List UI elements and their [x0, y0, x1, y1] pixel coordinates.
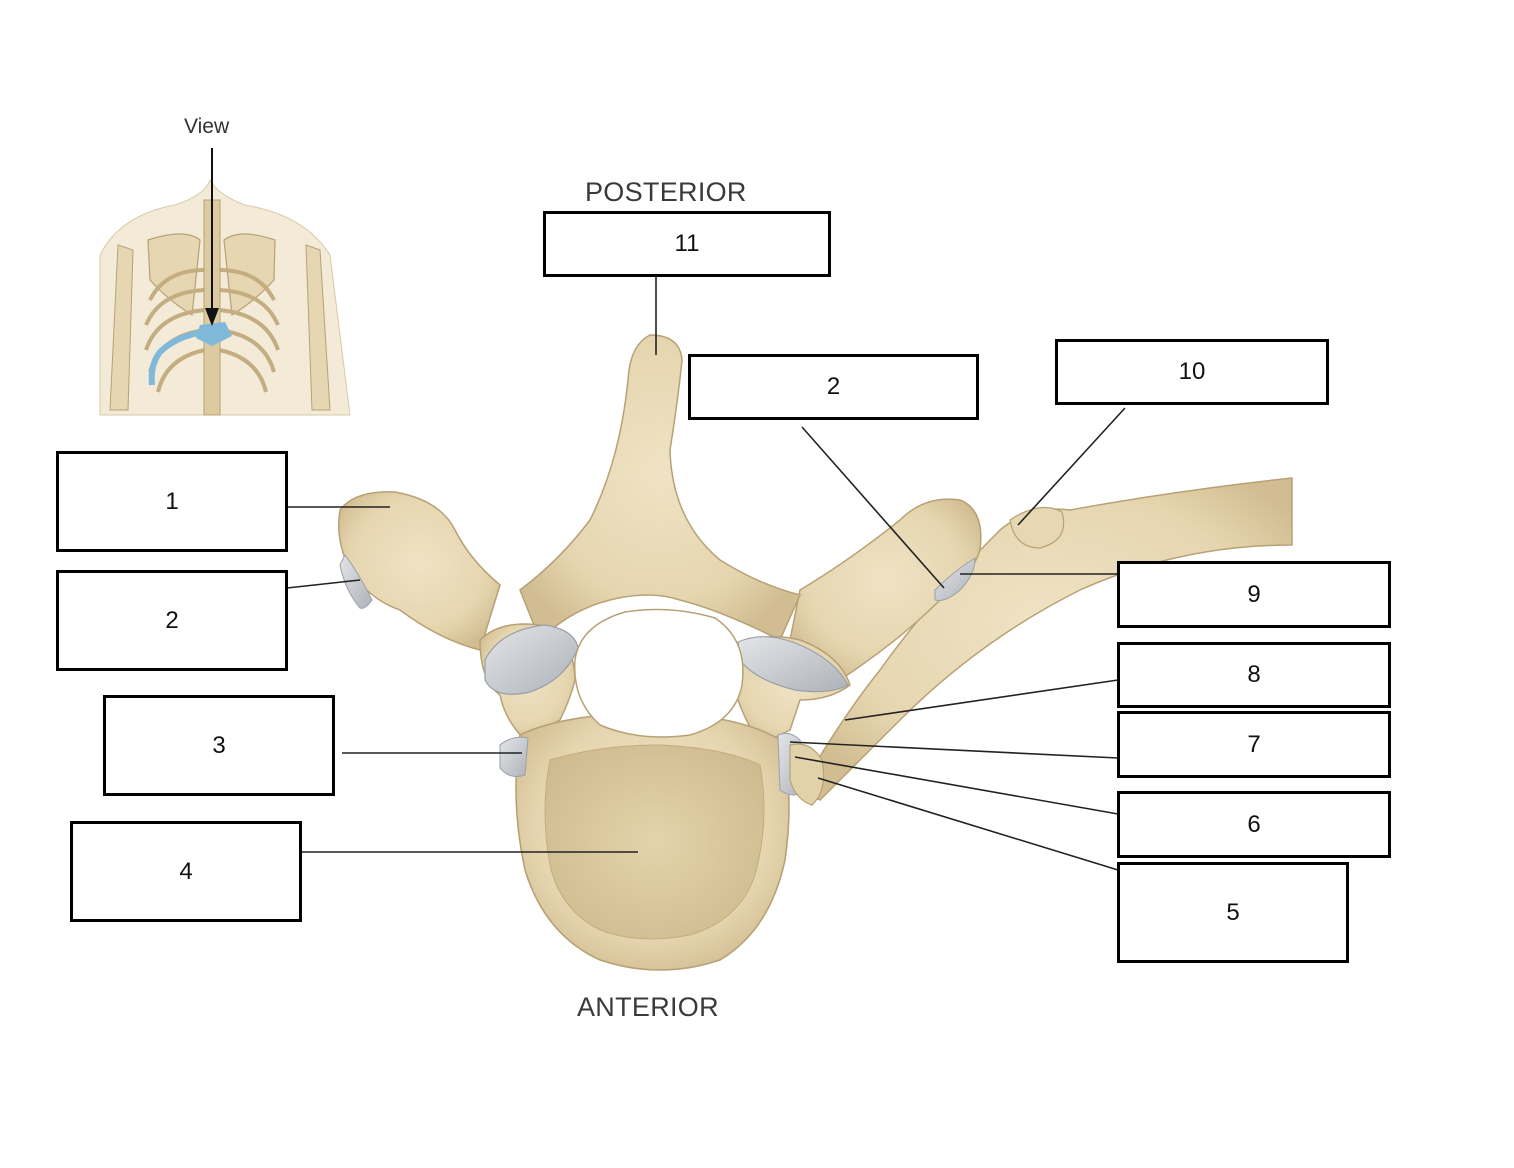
inset-left-arm [109, 244, 134, 411]
label-box-11[interactable]: 11 [543, 211, 831, 277]
right-transverse-costal-facet [934, 557, 976, 601]
posterior-heading: POSTERIOR [585, 177, 747, 207]
vertebral-body-endplate [544, 744, 765, 940]
leader-2-right [801, 426, 945, 589]
label-text-7: 7 [1247, 730, 1261, 758]
spinous-process-and-laminae [519, 334, 802, 642]
leader-8 [844, 679, 1119, 721]
label-box-10[interactable]: 10 [1055, 339, 1329, 405]
leader-lines [286, 275, 1126, 871]
vertebral-foramen [573, 608, 744, 738]
leader-5 [817, 777, 1119, 871]
inset-highlighted-vertebra [196, 322, 232, 346]
label-text-8: 8 [1247, 661, 1261, 688]
label-text-5: 5 [1226, 898, 1240, 926]
view-label: View [184, 115, 230, 138]
label-box-9[interactable]: 9 [1117, 561, 1391, 628]
leader-2-left [286, 579, 361, 589]
inset-thorax [99, 148, 351, 416]
leader-6 [794, 756, 1119, 815]
label-text-10: 10 [1178, 358, 1206, 385]
inset-right-arm [305, 244, 331, 411]
label-text-2-left: 2 [165, 606, 179, 634]
label-text-1: 1 [165, 487, 179, 515]
label-text-6: 6 [1247, 810, 1261, 838]
label-text-2-right: 2 [826, 373, 841, 400]
right-transverse-process [789, 498, 982, 681]
label-box-2-left[interactable]: 2 [56, 570, 288, 671]
label-text-4: 4 [179, 857, 193, 885]
label-box-3[interactable]: 3 [103, 695, 335, 796]
label-box-7[interactable]: 7 [1117, 711, 1391, 778]
label-box-1[interactable]: 1 [56, 451, 288, 552]
rib-head [789, 743, 825, 806]
left-costal-facet [499, 736, 529, 777]
view-arrow-head [205, 308, 219, 326]
rib-tubercle [1009, 506, 1065, 549]
label-box-4[interactable]: 4 [70, 821, 302, 922]
label-box-5[interactable]: 5 [1117, 862, 1349, 963]
label-box-2-right[interactable]: 2 [688, 354, 979, 420]
leader-10 [1017, 407, 1126, 526]
label-box-8[interactable]: 8 [1117, 642, 1391, 708]
left-transverse-costal-facet [339, 554, 373, 609]
label-box-6[interactable]: 6 [1117, 791, 1391, 858]
rib-shaft [798, 477, 1293, 801]
label-text-11: 11 [674, 230, 700, 257]
label-text-9: 9 [1247, 580, 1261, 608]
label-text-3: 3 [212, 731, 226, 759]
left-transverse-process [338, 491, 501, 651]
leader-7 [789, 741, 1119, 759]
vertebra-illustration [338, 334, 1293, 971]
anterior-heading: ANTERIOR [577, 992, 719, 1022]
right-superior-articular-facet [737, 636, 849, 693]
